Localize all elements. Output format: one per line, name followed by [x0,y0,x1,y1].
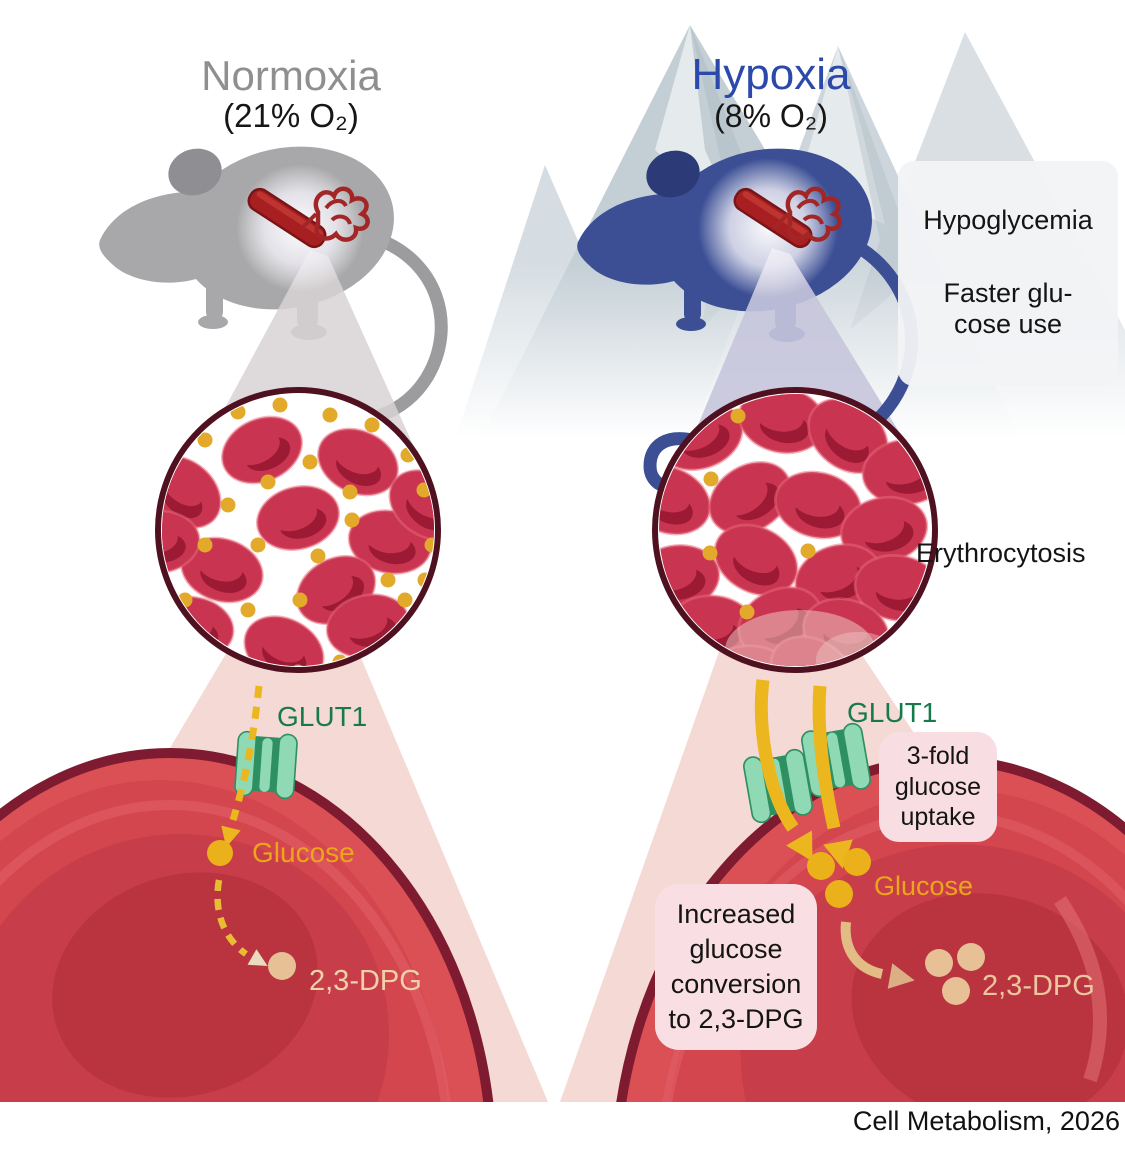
glut1-label-left: GLUT1 [277,701,368,732]
blood-smear-icon-normoxia [155,387,441,673]
normoxia-oxygen-level: (21% O₂) [223,97,359,134]
glucose-to-dpg-arrow-left [214,879,268,966]
dpg-label-right: 2,3-DPG [982,970,1095,1002]
faster-glucose-use-label: Faster glu- cose use [943,278,1073,340]
rbc-cells [162,403,434,666]
normoxia-title: Normoxia [201,52,381,99]
blood-vessel-icon-left [236,164,368,292]
uptake-note-box: 3-fold glucose uptake [879,732,997,842]
hypoglycemia-label: Hypoglycemia [923,204,1093,235]
footer-strip [0,1102,1125,1153]
glucose-label-right: Glucose [874,871,974,901]
mouse-ear [168,148,222,196]
blood-vessel-icon-right [698,158,840,298]
glut1-transporter-icon-left [233,730,299,800]
glucose-dots-smear [702,408,816,620]
hypoxia-effects-box: Hypoglycemia Faster glu- cose use [898,161,1118,386]
glucose-uptake-arrows-right [754,679,853,869]
hypoxia-oxygen-level: (8% O₂) [714,98,828,134]
glucose-label-left: Glucose [252,837,355,868]
dpg-label-left: 2,3-DPG [309,965,422,997]
dpg-icon-right [925,943,985,1005]
erythrocytosis-label: Erythrocytosis [916,538,1086,568]
glucose-to-dpg-arrow-right [840,921,915,989]
conversion-note-box: Increased glucose conversion to 2,3-DPG [655,884,817,1051]
glucose-icon-right [807,848,871,908]
mouse-ear [646,150,700,198]
glucose-icon-left [207,840,233,866]
rbc-large-left [0,748,494,1102]
journal-credit: Cell Metabolism, 2026 [852,1106,1120,1136]
glut1-transporter-icon-right-2 [799,721,873,799]
glut1-label-right: GLUT1 [847,697,938,728]
hypoxia-title: Hypoxia [691,50,851,99]
dpg-icon-left [268,952,296,980]
